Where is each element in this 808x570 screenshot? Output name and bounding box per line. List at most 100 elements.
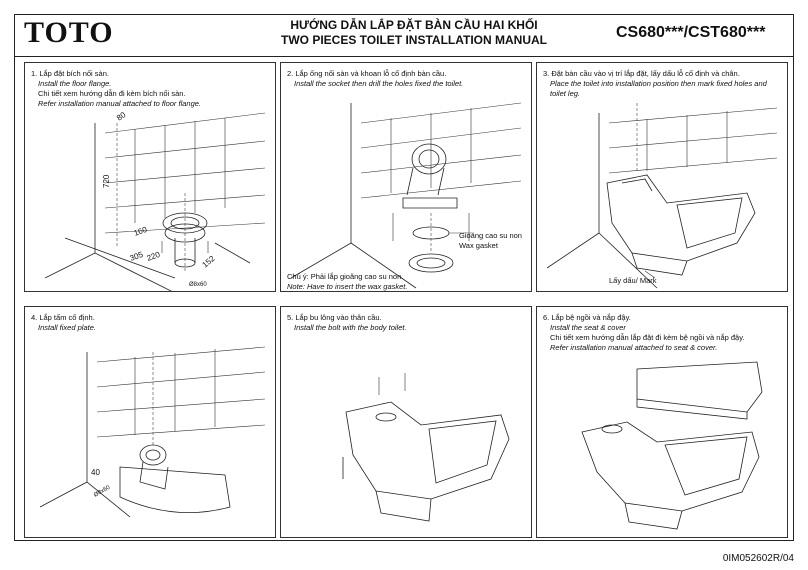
toilet-body xyxy=(345,401,510,500)
flange-ring xyxy=(164,223,206,243)
fixed-plate xyxy=(139,461,169,490)
dim-720: 720 xyxy=(102,174,111,188)
anchor-bolts xyxy=(161,241,209,253)
flange-inner xyxy=(416,257,446,269)
note-vi: Chú ý: Phải lắp gioăng cao su non. xyxy=(287,272,404,281)
toilet-body xyxy=(606,174,756,262)
socket-inner xyxy=(145,449,161,461)
title-vietnamese: HƯỚNG DẪN LẮP ĐẶT BÀN CẦU HAI KHỐI xyxy=(290,18,538,32)
floor-surface xyxy=(119,466,231,514)
seat-hinge xyxy=(601,424,623,434)
wall-tile-joints xyxy=(134,349,216,435)
note-en: Note: Have to insert the wax gasket. xyxy=(287,282,408,291)
dim-40: 40 xyxy=(91,468,100,477)
step-1-vi-detail: Chi tiết xem hướng dẫn đi kèm bích nối s… xyxy=(38,89,186,98)
dim-80: 80 xyxy=(115,110,128,123)
hole-size-label: Ø8x60 xyxy=(93,484,112,498)
wall-corner xyxy=(39,352,131,518)
dim-305: 305 xyxy=(129,250,145,263)
step-3-vi: 3. Đặt bàn cầu vào vị trí lắp đặt, lấy d… xyxy=(543,69,740,78)
step-1-vi: 1. Lắp đặt bích nối sàn. xyxy=(31,69,109,78)
step-6-panel: 6. Lắp bệ ngồi và nắp đậy. Install the s… xyxy=(536,306,788,538)
wax-gasket-note: Chú ý: Phải lắp gioăng cao su non. Note:… xyxy=(287,272,408,291)
step-4-panel: 4. Lắp tấm cố định. Install fixed plate.… xyxy=(24,306,276,538)
manual-title: HƯỚNG DẪN LẮP ĐẶT BÀN CẦU HAI KHỐI TWO P… xyxy=(244,18,584,48)
socket-inner xyxy=(418,149,440,169)
step-5-panel: 5. Lắp bu lông vào thân cầu. Install the… xyxy=(280,306,532,538)
hole-size-label: Ø8x60 xyxy=(189,282,207,288)
step-4-en: Install fixed plate. xyxy=(38,323,96,332)
step-1-text: 1. Lắp đặt bích nối sàn. Install the flo… xyxy=(31,69,201,109)
wall-corner xyxy=(546,113,658,289)
step-4-vi: 4. Lắp tấm cố định. xyxy=(31,313,95,322)
step-2-vi: 2. Lắp ống nối sàn và khoan lỗ cố định b… xyxy=(287,69,447,78)
step-5-text: 5. Lắp bu lông vào thân cầu. Install the… xyxy=(287,313,407,333)
wax-gasket-label: Gioăng cao su non Wax gasket xyxy=(459,231,522,251)
step-1-en: Install the floor flange. xyxy=(38,79,112,88)
title-english: TWO PIECES TOILET INSTALLATION MANUAL xyxy=(281,33,547,47)
dim-152: 152 xyxy=(201,254,217,270)
floor-lines xyxy=(64,237,251,279)
toilet-bowl-rim xyxy=(664,436,748,496)
mark-label: Lấy dấu/ Mark xyxy=(609,276,657,285)
step-2-en: Install the socket then drill the holes … xyxy=(294,79,464,88)
dim-220: 220 xyxy=(146,250,162,263)
tank-bolts xyxy=(378,373,406,395)
fixing-bolts xyxy=(392,213,470,241)
wall-tiles xyxy=(608,107,778,174)
step-6-illustration xyxy=(581,361,763,530)
step-6-vi-detail: Chi tiết xem hướng dẫn lắp đặt đi kèm bệ… xyxy=(550,333,745,342)
toilet-bowl-rim xyxy=(428,420,497,484)
step-3-panel: 3. Đặt bàn cầu vào vị trí lắp đặt, lấy d… xyxy=(536,62,788,292)
step-6-vi: 6. Lắp bệ ngồi và nắp đậy. xyxy=(543,313,631,322)
floor-flange xyxy=(162,212,208,234)
step-6-en: Install the seat & cover xyxy=(550,323,626,332)
drain-opening xyxy=(174,258,196,268)
wall-corner xyxy=(290,103,417,289)
step-1-panel: 1. Lắp đặt bích nối sàn. Install the flo… xyxy=(24,62,276,292)
step-6-en-detail: Refer installation manual attached to se… xyxy=(550,343,718,352)
step-2-text: 2. Lắp ống nối sàn và khoan lỗ cố định b… xyxy=(287,69,463,89)
step-2-illustration xyxy=(290,102,522,289)
step-3-text: 3. Đặt bàn cầu vào vị trí lắp đặt, lấy d… xyxy=(543,69,767,99)
mark-leader xyxy=(644,270,656,279)
step-3-en: Place the toilet into installation posit… xyxy=(550,79,767,88)
step-5-en: Install the bolt with the body toilet. xyxy=(294,323,407,332)
socket-body xyxy=(406,167,445,196)
wax-gasket-vi: Gioăng cao su non xyxy=(459,231,522,240)
page-frame xyxy=(14,14,794,541)
step-3-illustration xyxy=(546,103,778,289)
wall-tiles xyxy=(104,112,266,234)
flange-inner xyxy=(170,216,200,230)
step-6-text: 6. Lắp bệ ngồi và nắp đậy. Install the s… xyxy=(543,313,745,353)
toilet-body xyxy=(581,421,760,512)
wax-gasket-en: Wax gasket xyxy=(459,241,498,250)
step-5-vi: 5. Lắp bu lông vào thân cầu. xyxy=(287,313,382,322)
step-3-en-cont: toilet leg. xyxy=(550,89,581,98)
header-divider xyxy=(14,56,794,57)
step-1-illustration: 80 720 160 220 305 152 Ø8x60 xyxy=(44,110,266,291)
toilet-seat-top xyxy=(621,178,653,192)
socket-flange xyxy=(402,197,458,209)
dim-160: 160 xyxy=(133,225,149,238)
step-1-en-detail: Refer installation manual attached to fl… xyxy=(38,99,202,108)
toilet-bowl-rim xyxy=(676,197,743,249)
toilet-base xyxy=(375,490,432,522)
brand-logo: TOTO xyxy=(24,16,114,49)
bolt-hole xyxy=(375,412,397,422)
wall-corner xyxy=(44,123,172,291)
toilet-base xyxy=(624,502,683,530)
toilet-cover xyxy=(636,361,763,413)
wall-tile-joints xyxy=(134,118,226,223)
socket-outlet xyxy=(139,444,167,466)
model-number: CS680***/CST680*** xyxy=(616,24,766,41)
toilet-base xyxy=(631,252,688,276)
document-id: 0IM052602R/04 xyxy=(722,553,794,564)
step-4-text: 4. Lắp tấm cố định. Install fixed plate. xyxy=(31,313,96,333)
cover-edge xyxy=(636,399,748,420)
step-5-illustration xyxy=(342,373,510,522)
wall-tiles xyxy=(360,102,522,199)
drain-pipe xyxy=(174,238,196,263)
wall-tiles xyxy=(96,346,266,438)
step-4-illustration: 40 Ø8x60 xyxy=(39,346,266,518)
